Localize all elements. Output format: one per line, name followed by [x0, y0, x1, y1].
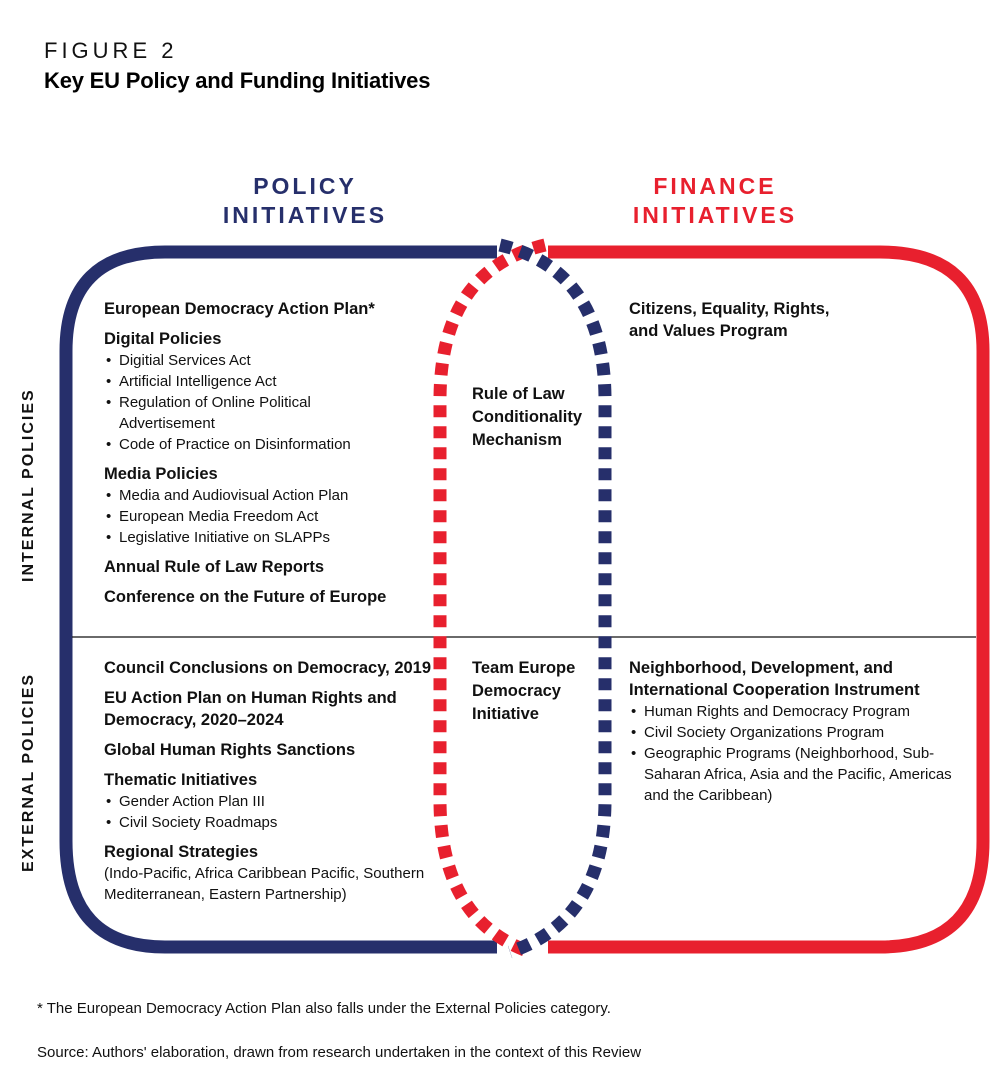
list-item: European Media Freedom Act: [104, 506, 434, 527]
list-item: Artificial Intelligence Act: [104, 371, 434, 392]
list-item: Geographic Programs (Neighborhood, Sub-S…: [629, 743, 959, 806]
team-europe-democracy: Team Europe Democracy Initiative: [472, 659, 576, 723]
list-item: Code of Practice on Disinformation: [104, 434, 434, 455]
list-item: Media and Audiovisual Action Plan: [104, 485, 434, 506]
list-item: Human Rights and Democracy Program: [629, 701, 959, 722]
edap-item: European Democracy Action Plan*: [104, 300, 375, 318]
source-note: Source: Authors' elaboration, drawn from…: [37, 1044, 642, 1061]
finance-heading-line1: FINANCE: [653, 173, 777, 199]
policy-heading-line2: INITIATIVES: [222, 202, 388, 228]
external-policy-block: Council Conclusions on Democracy, 2019 E…: [104, 657, 444, 905]
media-policies-heading: Media Policies: [104, 465, 218, 483]
regional-strategies-heading: Regional Strategies: [104, 843, 259, 861]
media-policies-list: Media and Audiovisual Action Plan Europe…: [104, 485, 434, 548]
finance-heading-line2: INITIATIVES: [632, 202, 798, 228]
list-item: Legislative Initiative on SLAPPs: [104, 527, 434, 548]
finance-bracket: [548, 245, 990, 954]
policy-initiatives-heading: POLICY INITIATIVES: [190, 172, 420, 230]
finance-initiatives-heading: FINANCE INITIATIVES: [600, 172, 830, 230]
policy-bracket: [59, 245, 497, 954]
internal-policy-block: European Democracy Action Plan* Digital …: [104, 298, 434, 608]
row-label-external: EXTERNAL POLICIES: [20, 672, 37, 872]
digital-policies-list: Digitial Services Act Artificial Intelli…: [104, 350, 434, 455]
dashed-oval-navy: [498, 238, 612, 959]
figure-label: FIGURE 2: [44, 38, 178, 63]
conference-future-europe-item: Conference on the Future of Europe: [104, 588, 387, 606]
council-conclusions-item: Council Conclusions on Democracy, 2019: [104, 659, 432, 677]
thematic-initiatives-list: Gender Action Plan III Civil Society Roa…: [104, 791, 444, 833]
figure-title: Key EU Policy and Funding Initiatives: [44, 68, 431, 93]
external-finance-block: Neighborhood, Development, and Internati…: [629, 657, 959, 806]
footnote: * The European Democracy Action Plan als…: [37, 1000, 611, 1017]
list-item: Civil Society Roadmaps: [104, 812, 444, 833]
list-item: Regulation of Online Political Advertise…: [104, 392, 349, 434]
dashed-oval-red: [433, 238, 547, 959]
ndici-heading: Neighborhood, Development, and Internati…: [629, 659, 920, 699]
ndici-list: Human Rights and Democracy Program Civil…: [629, 701, 959, 806]
rule-of-law-conditionality: Rule of Law Conditionality Mechanism: [472, 385, 582, 449]
rule-of-law-reports-item: Annual Rule of Law Reports: [104, 558, 325, 576]
policy-heading-line1: POLICY: [253, 173, 357, 199]
eu-action-plan-item: EU Action Plan on Human Rights and Democ…: [104, 689, 397, 729]
list-item: Digitial Services Act: [104, 350, 434, 371]
thematic-initiatives-heading: Thematic Initiatives: [104, 771, 258, 789]
global-sanctions-item: Global Human Rights Sanctions: [104, 741, 356, 759]
digital-policies-heading: Digital Policies: [104, 330, 222, 348]
row-label-internal: INTERNAL POLICIES: [20, 388, 37, 582]
list-item: Gender Action Plan III: [104, 791, 444, 812]
regional-strategies-detail: (Indo-Pacific, Africa Caribbean Pacific,…: [104, 865, 425, 903]
cerv-program: Citizens, Equality, Rights, and Values P…: [629, 300, 830, 340]
list-item: Civil Society Organizations Program: [629, 722, 959, 743]
